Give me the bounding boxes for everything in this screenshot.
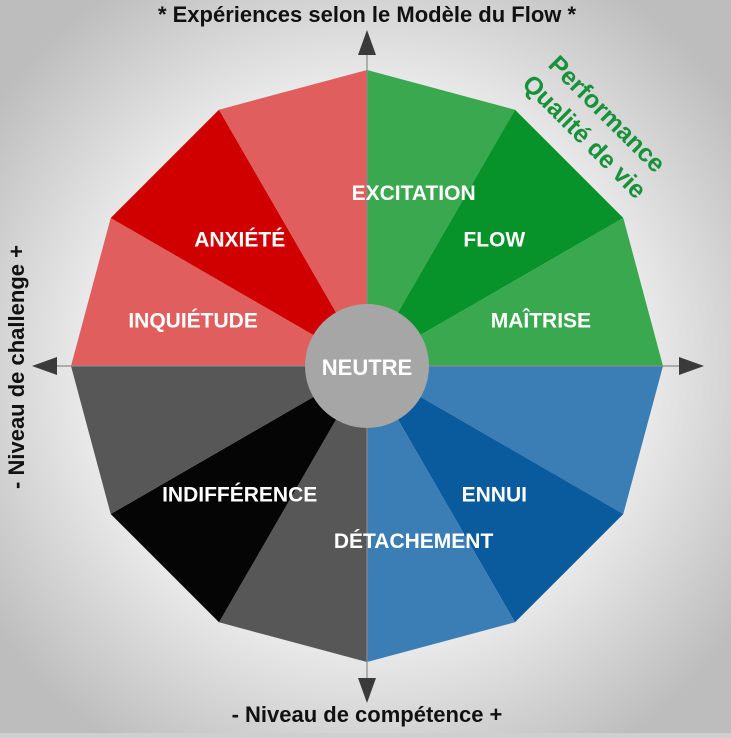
sector-maitrise xyxy=(367,218,663,366)
center-label: NEUTRE xyxy=(322,355,412,380)
sector-label-ennui: ENNUI xyxy=(462,483,527,506)
arrow-down-icon xyxy=(358,678,376,703)
sector-label-detachement: DÉTACHEMENT xyxy=(334,530,494,553)
x-axis-label: - Niveau de compétence + xyxy=(232,702,503,727)
sector-label-indifference: INDIFFÉRENCE xyxy=(162,483,317,506)
sector-detachement-grey xyxy=(219,366,367,662)
sector-label-inquietude: INQUIÉTUDE xyxy=(128,309,258,332)
y-axis-label: - Niveau de challenge + xyxy=(4,245,29,489)
sector-ennui xyxy=(367,366,624,623)
sector-label-anxiete: ANXIÉTÉ xyxy=(194,229,285,252)
sector-ennui-light-1 xyxy=(367,366,663,514)
sector-excitation-red xyxy=(219,70,367,366)
sector-excitation xyxy=(367,70,515,366)
center-circle xyxy=(305,304,429,428)
sector-anxiete xyxy=(110,109,367,366)
sector-flow xyxy=(367,109,624,366)
sector-group xyxy=(71,70,663,662)
sector-labels: EXCITATION FLOW MAÎTRISE ENNUI DÉTACHEMENT IN… xyxy=(128,182,591,553)
sector-indifference xyxy=(110,366,367,623)
sector-label-excitation: EXCITATION xyxy=(352,182,476,205)
diagram-title: * Expériences selon le Modèle du Flow * xyxy=(158,2,577,27)
sector-label-maitrise: MAÎTRISE xyxy=(491,308,591,332)
arrow-right-icon xyxy=(679,357,704,375)
arrow-left-icon xyxy=(32,357,57,375)
sector-detachement xyxy=(367,366,515,662)
sector-inquietude xyxy=(71,218,367,366)
sector-indifference-grey xyxy=(71,366,367,514)
sector-label-flow: FLOW xyxy=(463,229,525,252)
arrow-up-icon xyxy=(358,30,376,55)
